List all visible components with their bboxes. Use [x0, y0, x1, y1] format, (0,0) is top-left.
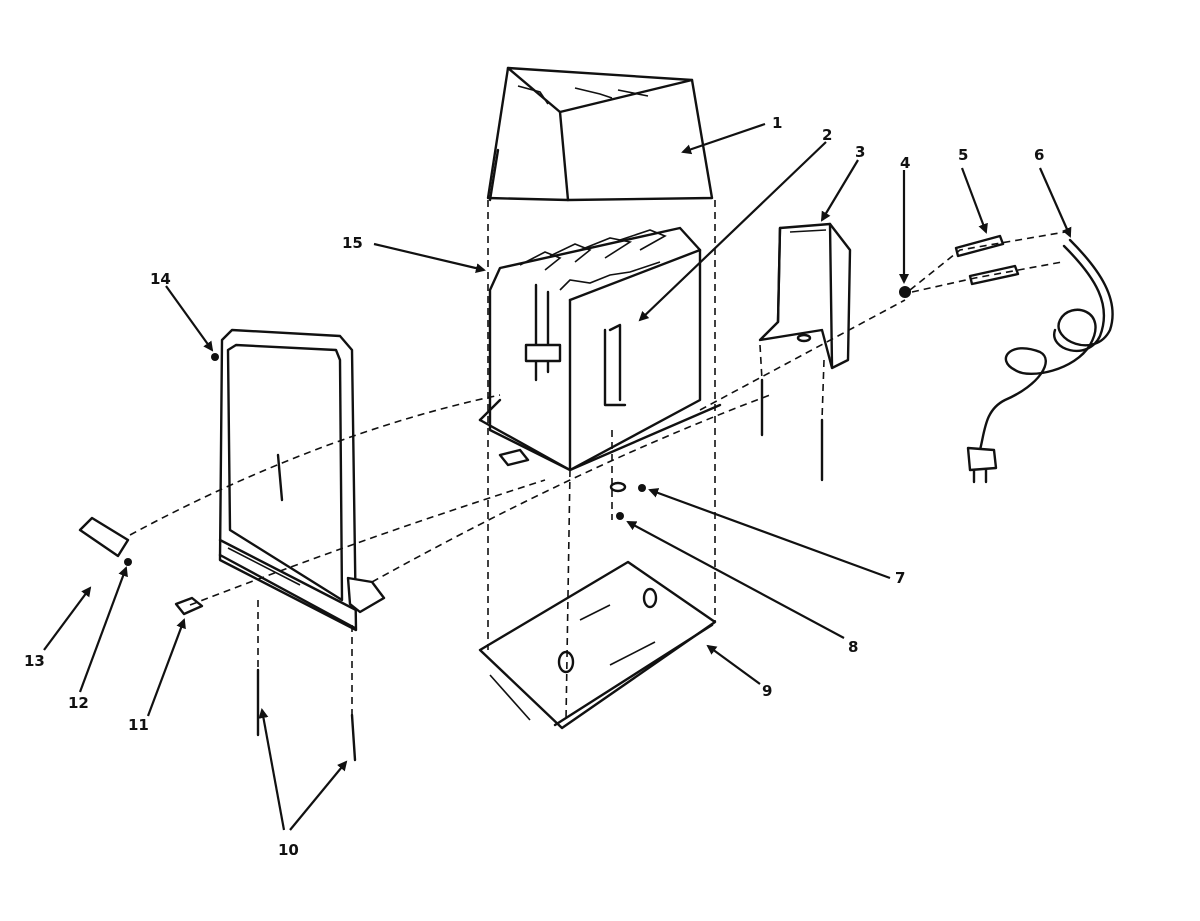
callout-7: 7	[895, 569, 905, 587]
power-cord	[966, 238, 1114, 484]
callout-13: 13	[24, 652, 45, 670]
callout-12: 12	[68, 694, 89, 712]
callout-14: 14	[150, 270, 171, 288]
front-end-panel	[211, 328, 386, 632]
base-plate	[478, 560, 717, 730]
callout-5: 5	[958, 146, 968, 164]
callout-15: 15	[342, 234, 363, 252]
callout-4: 4	[900, 154, 910, 172]
leader-lines	[43, 122, 1072, 831]
hardware-parts	[78, 234, 1020, 762]
assembly-lines	[129, 200, 1066, 721]
top-cover	[486, 66, 714, 202]
callout-1: 1	[772, 114, 782, 132]
callout-labels: 1 2 3 4 5 6 7 8 9 10 11 12 13 14 15	[24, 114, 1044, 859]
callout-8: 8	[848, 638, 858, 656]
toaster-chassis	[478, 226, 722, 472]
callout-2: 2	[822, 126, 832, 144]
right-end-panel	[758, 222, 852, 370]
callout-10: 10	[278, 841, 299, 859]
callout-3: 3	[855, 143, 865, 161]
callout-11: 11	[128, 716, 149, 734]
callout-6: 6	[1034, 146, 1044, 164]
callout-9: 9	[762, 682, 772, 700]
